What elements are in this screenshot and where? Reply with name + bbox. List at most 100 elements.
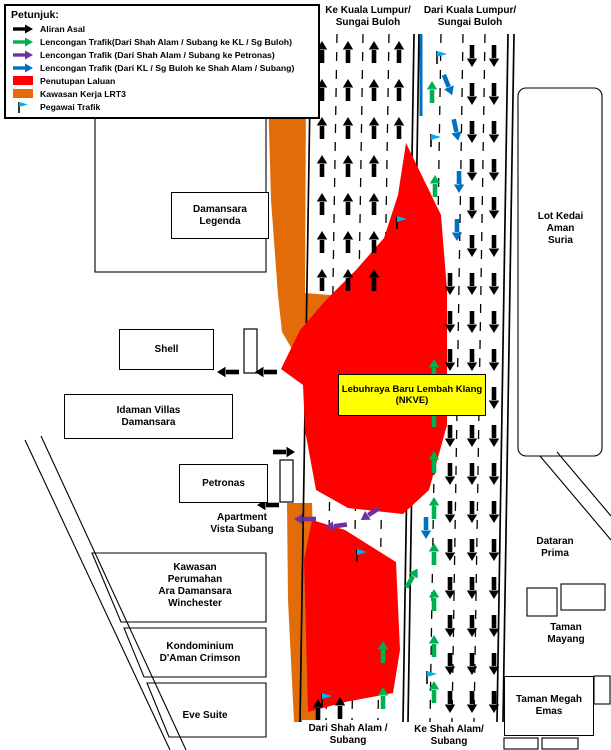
building-outline [123, 627, 267, 678]
place-idaman-villas: Idaman Villas Damansara [64, 394, 233, 439]
road-label-dari-shah-alam: Dari Shah Alam / Subang [302, 720, 394, 750]
blue-arrow-icon [11, 63, 35, 73]
traffic-officer-flag [430, 134, 441, 147]
traffic-arrow [428, 451, 440, 473]
traffic-arrow [428, 635, 440, 657]
traffic-arrow [404, 568, 418, 589]
traffic-arrow [488, 159, 500, 181]
traffic-arrow [444, 691, 456, 713]
traffic-arrow [217, 366, 239, 378]
traffic-arrow [316, 193, 328, 215]
traffic-arrow [429, 175, 441, 197]
legend-item-label: Lencongan Trafik (Dari KL / Sg Buloh ke … [40, 62, 295, 73]
traffic-arrow [393, 79, 405, 101]
traffic-arrow [316, 155, 328, 177]
traffic-arrow [428, 589, 440, 611]
lrt3-work-zone [268, 92, 342, 368]
traffic-arrow [368, 79, 380, 101]
traffic-arrow [294, 513, 316, 525]
legend-title: Petunjuk: [11, 9, 59, 21]
traffic-arrow [444, 349, 456, 371]
place-kawasan-perumahan: Kawasan Perumahan Ara Damansara Winchest… [158, 562, 232, 609]
traffic-arrow [488, 83, 500, 105]
legend-item-label: Aliran Asal [40, 23, 86, 34]
traffic-arrow [368, 269, 380, 291]
traffic-arrow [342, 79, 354, 101]
traffic-arrow [426, 81, 438, 103]
traffic-arrow [466, 311, 478, 333]
building-outline [541, 737, 579, 750]
legend-item-lencongan-ungu: Lencongan Trafik (Dari Shah Alam / Suban… [11, 48, 313, 61]
traffic-arrow [428, 497, 440, 519]
traffic-arrow [488, 45, 500, 67]
place-petronas: Petronas [179, 464, 268, 503]
legend: Petunjuk: Aliran Asal Lencongan Trafik(D… [4, 4, 320, 119]
traffic-arrow [342, 155, 354, 177]
traffic-arrow [420, 517, 432, 539]
traffic-arrow [377, 641, 389, 663]
building-outline [146, 682, 267, 738]
legend-item-penutupan-laluan: Penutupan Laluan [11, 74, 313, 87]
green-arrow-icon [11, 37, 35, 47]
traffic-arrow [312, 699, 324, 721]
traffic-arrow [444, 539, 456, 561]
traffic-arrow [342, 231, 354, 253]
traffic-arrow [444, 463, 456, 485]
place-kondominium-daman-crimson: Kondominium D'Aman Crimson [159, 641, 241, 664]
place-lot-kedai-aman-suria: Lot Kedai Aman Suria [537, 211, 584, 246]
place-taman-mayang: Taman Mayang [547, 622, 585, 645]
road-label-ke-kuala-lumpur: Ke Kuala Lumpur/ Sungai Buloh [318, 0, 418, 34]
purple-arrow-icon [11, 50, 35, 60]
orange-box-icon [11, 89, 35, 98]
traffic-arrow [444, 501, 456, 523]
legend-item-lencongan-biru: Lencongan Trafik (Dari KL / Sg Buloh ke … [11, 61, 313, 74]
street-line [539, 455, 611, 541]
traffic-arrow [488, 653, 500, 675]
traffic-arrow [466, 197, 478, 219]
traffic-arrow [488, 691, 500, 713]
place-apartment-vista-subang: Apartment Vista Subang [210, 512, 274, 535]
traffic-arrow [444, 577, 456, 599]
traffic-arrow [466, 45, 478, 67]
building-outline [560, 583, 606, 611]
road-label-dari-kuala-lumpur: Dari Kuala Lumpur/ Sungai Buloh [421, 0, 519, 34]
traffic-arrow [377, 687, 389, 709]
traffic-arrow [342, 193, 354, 215]
legend-item-label: Kawasan Kerja LRT3 [40, 88, 126, 99]
traffic-arrow [488, 387, 500, 409]
traffic-arrow [466, 83, 478, 105]
traffic-arrow [466, 577, 478, 599]
traffic-arrow [316, 231, 328, 253]
legend-item-label: Penutupan Laluan [40, 75, 116, 86]
traffic-arrow [451, 118, 462, 141]
traffic-arrow [488, 273, 500, 295]
traffic-arrow [488, 463, 500, 485]
road-label-ke-shah-alam: Ke Shah Alam/ Subang [405, 722, 493, 750]
traffic-arrow [466, 425, 478, 447]
traffic-arrow [273, 446, 295, 458]
road-edge [496, 33, 509, 723]
traffic-arrow [488, 197, 500, 219]
traffic-arrow [316, 117, 328, 139]
place-eve-suite: Eve Suite [182, 710, 228, 722]
legend-item-label: Pegawai Trafik [40, 101, 101, 112]
traffic-arrow [342, 269, 354, 291]
traffic-arrow [466, 691, 478, 713]
traffic-officer-flag [356, 549, 367, 562]
traffic-arrow [453, 171, 465, 193]
traffic-arrow [368, 41, 380, 63]
traffic-officer-flag [436, 51, 447, 64]
traffic-officer-flag [426, 671, 437, 684]
place-taman-megah-emas: Taman Megah Emas [504, 676, 594, 736]
traffic-arrow [466, 653, 478, 675]
traffic-arrow [466, 539, 478, 561]
traffic-arrow [466, 349, 478, 371]
traffic-arrow [393, 41, 405, 63]
road-edge [502, 33, 515, 723]
building-outline [517, 87, 603, 457]
traffic-officer-flag [396, 216, 407, 229]
traffic-arrow [342, 117, 354, 139]
road-closure-zone [304, 520, 400, 712]
